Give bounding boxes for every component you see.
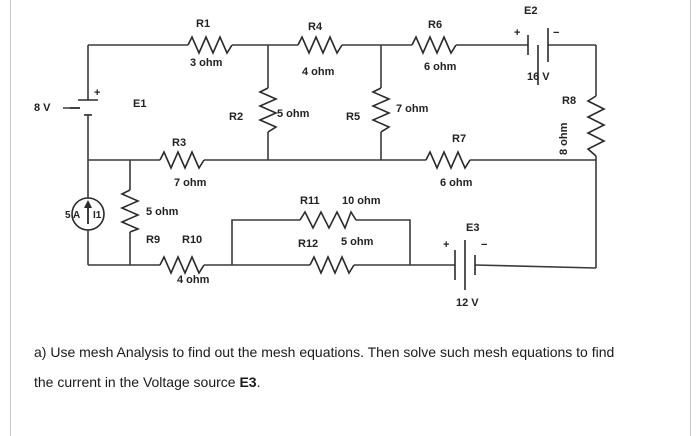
question-line-2-suffix: . (256, 374, 261, 390)
label-e2-plus: + (514, 27, 520, 39)
question-e3-bold: E3 (239, 374, 257, 390)
label-e2-value: 16 V (527, 71, 550, 83)
label-r4-value: 4 ohm (302, 66, 335, 78)
label-i1-value: 5 A (65, 210, 80, 221)
resistor-r10 (159, 255, 205, 275)
resistor-r4 (297, 35, 343, 55)
resistor-r2 (258, 87, 278, 133)
label-r8: R8 (562, 95, 576, 107)
label-e1-plus: + (94, 87, 100, 99)
label-e2: E2 (524, 5, 537, 17)
label-r4: R4 (308, 21, 323, 33)
right-border (690, 0, 691, 436)
resistor-r12 (309, 255, 355, 275)
label-e2-minus: − (553, 27, 559, 39)
label-r8-value: 8 ohm (558, 122, 570, 155)
label-i1: I1 (93, 210, 102, 221)
label-r11: R11 (300, 195, 320, 207)
label-r6-value: 6 ohm (424, 61, 457, 73)
label-e3-plus: + (443, 239, 449, 251)
label-r1-value: 3 ohm (190, 57, 223, 69)
left-border (10, 0, 11, 436)
label-r1: R1 (196, 18, 210, 30)
label-r12: R12 (298, 238, 318, 250)
label-r9: R9 (146, 234, 160, 246)
label-r3-value: 7 ohm (174, 177, 207, 189)
battery-e2 (527, 28, 549, 85)
resistor-r7 (425, 150, 471, 170)
battery-e1 (70, 99, 98, 116)
label-r11-value: 10 ohm (342, 195, 381, 207)
label-e1: E1 (133, 98, 146, 110)
label-r12-value: 5 ohm (341, 236, 374, 248)
resistor-r1 (187, 35, 233, 55)
wires (63, 44, 597, 269)
resistor-r5 (371, 87, 391, 133)
resistor-r11 (299, 210, 357, 230)
label-r10: R10 (182, 234, 202, 246)
label-r5: R5 (346, 111, 360, 123)
label-e3-value: 12 V (456, 297, 479, 309)
battery-e3 (454, 240, 476, 290)
label-e1-value: 8 V (34, 102, 51, 114)
label-r10-value: 4 ohm (177, 274, 210, 286)
circuit-diagram: R1 3 ohm R4 4 ohm R6 6 ohm E2 + − 16 V R… (34, 5, 606, 309)
question-line-1: a) Use mesh Analysis to find out the mes… (34, 344, 615, 360)
label-r2: R2 (229, 111, 243, 123)
question-line-2: the current in the Voltage source E3. (34, 367, 674, 397)
label-r6: R6 (428, 19, 442, 31)
question-line-2-prefix: the current in the Voltage source (34, 374, 240, 390)
label-e3-minus: − (481, 239, 487, 251)
label-r5-value: 7 ohm (396, 103, 429, 115)
label-r7: R7 (452, 133, 466, 145)
label-e3: E3 (466, 222, 479, 234)
label-r7-value: 6 ohm (440, 177, 473, 189)
resistor-r8 (586, 95, 606, 157)
resistor-r9 (120, 189, 141, 233)
label-r3: R3 (172, 137, 186, 149)
label-r2-value: 5 ohm (277, 108, 310, 120)
question-text: a) Use mesh Analysis to find out the mes… (34, 337, 674, 397)
resistor-r6 (411, 35, 457, 55)
resistor-r3 (159, 150, 205, 170)
label-r9-value: 5 ohm (146, 206, 179, 218)
current-source-i1 (71, 197, 105, 231)
